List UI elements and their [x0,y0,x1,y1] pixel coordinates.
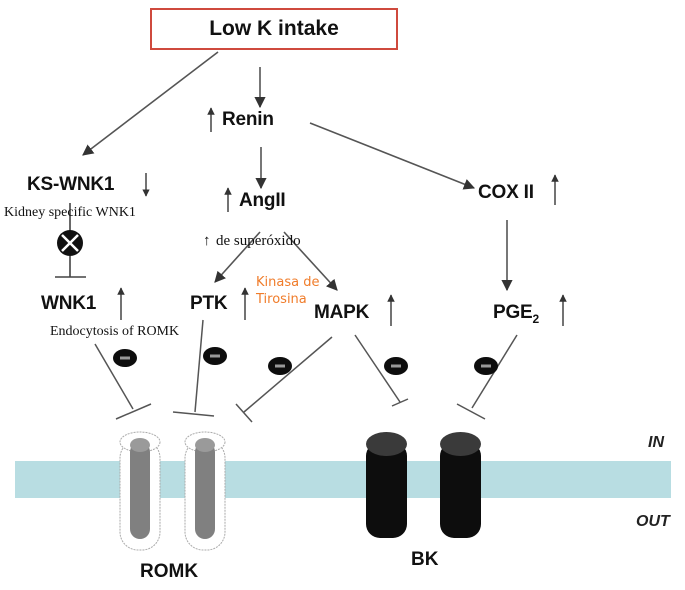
minus-icon [474,357,498,375]
pge2-subscript: 2 [532,311,540,326]
bk-channel [440,432,481,538]
node-mapk: MAPK [314,302,370,323]
arrow-renin-to-cox2 [309,122,476,190]
kidney-specific-note: Kidney specific WNK1 [4,205,136,220]
node-cox2: COX II [478,182,534,203]
endocytosis-note: Endocytosis of ROMK [50,324,180,339]
outside-label: OUT [636,513,670,530]
minus-icon [113,349,137,367]
tbar-romk-2 [172,411,215,417]
arrow-angii-to-mapk [283,231,338,291]
node-renin: Renin [222,109,274,130]
romk-label: ROMK [140,561,199,582]
node-pge2: PGE2 [493,302,539,326]
minus-icon [384,357,408,375]
bk-label: BK [411,549,439,570]
superoxide-label: de superóxido [216,233,301,249]
minus-icon [268,357,292,375]
arrow-angii-to-ptk [214,231,261,283]
romk-channel [119,431,161,551]
romk-channel [184,431,226,551]
inhibit-mapk-to-bk [354,334,401,403]
inside-label: IN [648,434,664,451]
node-ptk: PTK [190,293,228,314]
tbar-bk-1 [391,398,409,407]
pge2-base: PGE [493,302,533,323]
tbar-bk-2 [456,403,486,420]
node-angii: AngII [239,190,286,211]
low-k-intake-box: Low K intake [150,8,398,50]
cell-membrane [15,461,671,498]
node-wnk1: WNK1 [41,293,97,314]
title-text: Low K intake [209,17,339,40]
inhibit-wnk1-to-romk [94,343,134,410]
tbar-romk-1 [115,403,152,420]
inhibit-mapk-to-romk [243,336,333,413]
minus-icon [203,347,227,365]
bk-channel [366,432,407,538]
arrow-lowk-to-kswnk1 [82,51,219,156]
tbar-romk-3 [235,403,253,423]
up-arrow-superoxide-icon: ↑ [203,233,211,249]
ptk-annotation: Kinasa de Tirosina [256,275,320,307]
inhibit-ptk-to-romk [194,319,204,413]
node-ks-wnk1: KS-WNK1 [27,174,115,195]
blocked-icon [57,230,83,256]
minus-icon-group [113,347,498,375]
